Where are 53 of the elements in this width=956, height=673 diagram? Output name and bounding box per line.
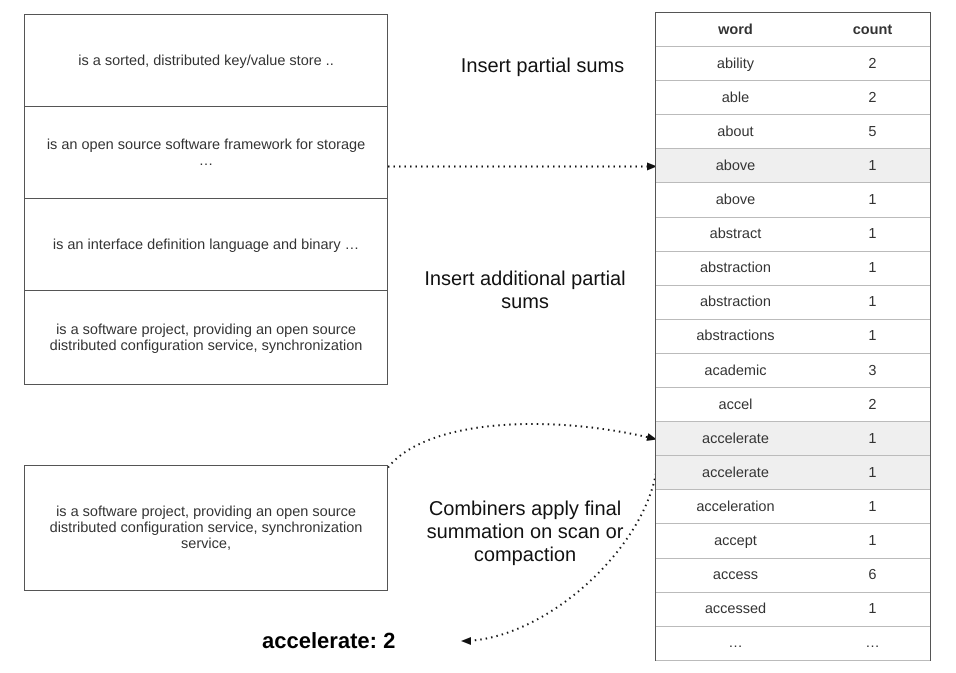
highlighted-row xyxy=(656,422,930,456)
dotted-arrow xyxy=(388,162,657,170)
table-frame xyxy=(655,12,931,661)
word-text: able xyxy=(720,90,750,106)
count-text: 1 xyxy=(867,294,878,310)
document-box: is a software project, providing an open source distributed configuration service, synchronization xyxy=(24,290,388,385)
word-text: about xyxy=(716,124,755,140)
word-text: … xyxy=(727,635,744,652)
word-text: abstraction xyxy=(698,260,772,276)
word-text: abstraction xyxy=(698,294,772,310)
count-text: 2 xyxy=(867,90,878,106)
document-box: is a software project, providing an open source distributed configuration service, synchronization service, xyxy=(24,465,388,591)
word-text: accelerate xyxy=(701,430,770,447)
count-text: 6 xyxy=(867,567,878,584)
count-text: 1 xyxy=(867,226,878,242)
count-text: 5 xyxy=(867,124,878,140)
highlighted-row xyxy=(656,149,930,184)
count-text: 1 xyxy=(867,158,878,174)
word-text: acceleration xyxy=(695,498,776,515)
count-text: 1 xyxy=(867,533,878,550)
document-box: is a sorted, distributed key/value store .. xyxy=(24,14,388,107)
count-text: 3 xyxy=(867,362,878,379)
annotation-text: Combiners apply final summation on scan or compaction xyxy=(426,498,624,567)
count-text: 1 xyxy=(867,192,878,208)
document-box: is an interface definition language and binary … xyxy=(24,198,388,291)
word-text: access xyxy=(712,567,760,584)
highlighted-row xyxy=(656,456,930,490)
count-text: 2 xyxy=(867,396,878,413)
count-text: count xyxy=(852,22,894,38)
word-text: accessed xyxy=(704,601,768,618)
count-text: … xyxy=(864,635,881,652)
annotation-text: Insert additional partial sums xyxy=(423,268,627,314)
count-text: 1 xyxy=(867,328,878,344)
word-text: accelerate xyxy=(701,464,770,481)
word-text: academic xyxy=(703,362,768,379)
word-text: abstract xyxy=(708,226,762,242)
word-text: accept xyxy=(713,533,758,550)
word-text: abstractions xyxy=(695,328,776,344)
word-text: above xyxy=(714,158,756,174)
count-text: 1 xyxy=(867,601,878,618)
word-text: accel xyxy=(718,396,754,413)
count-text: 1 xyxy=(867,498,878,515)
count-text: 2 xyxy=(867,56,878,72)
count-text: 1 xyxy=(867,430,878,447)
word-text: above xyxy=(714,192,756,208)
annotation-text: Insert partial sums xyxy=(460,55,626,78)
count-text: 1 xyxy=(867,260,878,276)
document-box: is an open source software framework for storage … xyxy=(24,106,388,199)
word-text: word xyxy=(717,22,754,38)
dotted-arrow xyxy=(387,423,657,468)
count-text: 1 xyxy=(867,464,878,481)
result-text: accelerate: 2 xyxy=(262,625,462,657)
word-text: ability xyxy=(716,56,755,72)
